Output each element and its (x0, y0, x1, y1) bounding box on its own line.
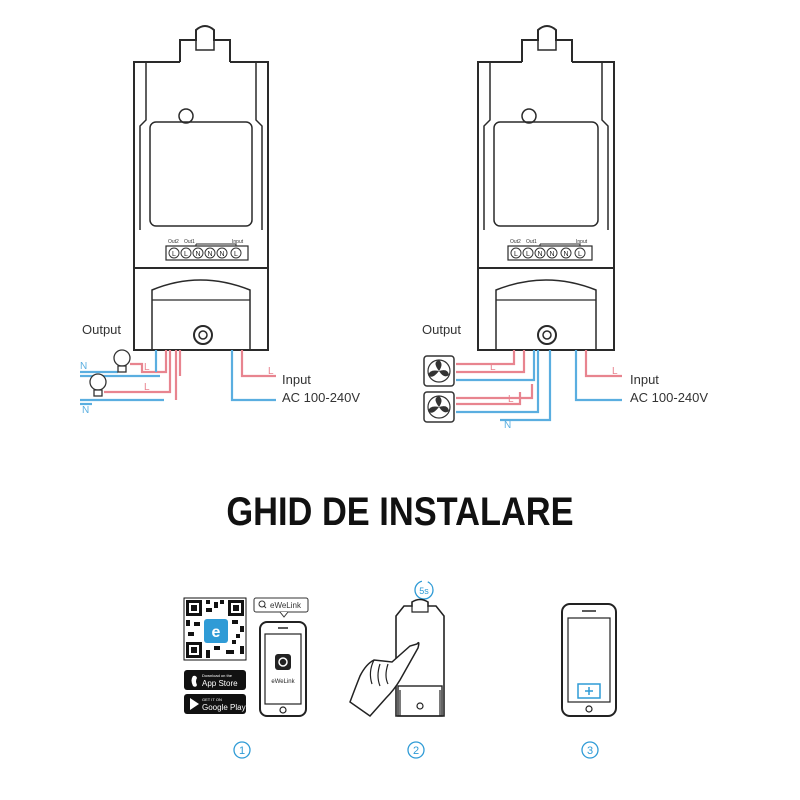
app-name-label: eWeLink (271, 679, 295, 685)
step-2: 5s 2 (349, 580, 445, 759)
terminal-label-input: Input (576, 239, 588, 245)
terminal-letter: N (219, 251, 224, 258)
left-terminal-labels: Out2 Out1 Input (168, 239, 244, 245)
qr-code-icon: e (183, 597, 247, 661)
terminal-letter: N (195, 251, 200, 258)
terminal-label-out1: Out1 (526, 239, 537, 245)
bulb-icon (89, 373, 107, 397)
right-terminal-labels: Out2 Out1 Input (510, 239, 588, 245)
right-output-label: Output (422, 322, 461, 337)
step-number-2: 2 (407, 741, 425, 759)
wire-label-neutral: N (80, 361, 87, 372)
right-wiring-diagram: Out2 Out1 Input L L N N N L (422, 25, 708, 431)
terminal-letter: N (563, 251, 568, 258)
app-store-small-text: Download on the (202, 673, 233, 678)
step-number-text: 1 (239, 745, 245, 757)
device-press-icon (395, 598, 445, 717)
left-terminal-screws: L L N N N L (168, 247, 242, 259)
timer-badge: 5s (414, 580, 434, 600)
terminal-label-out2: Out2 (168, 239, 179, 245)
terminal-letter: N (207, 251, 212, 258)
terminal-letter: L (184, 251, 188, 258)
terminal-label-input: Input (232, 239, 244, 245)
terminal-letter: L (172, 251, 176, 258)
wire-label-live: L (612, 366, 618, 377)
terminal-letter: L (526, 251, 530, 258)
wire-label-live: L (144, 362, 150, 373)
wire-label-live: L (490, 362, 496, 373)
step-number-text: 2 (413, 745, 419, 757)
page-title: GHID DE INSTALARE (226, 490, 574, 534)
phone-icon: eWeLink (259, 621, 307, 717)
right-output-wires (456, 350, 552, 422)
right-input-wires (574, 350, 622, 402)
app-store-button[interactable]: Download on the App Store (184, 670, 246, 690)
terminal-letter: N (549, 251, 554, 258)
install-steps: e Download on the App Store GET IT ON Go… (183, 580, 617, 759)
search-icon (258, 600, 266, 608)
terminal-letter: N (537, 251, 542, 258)
left-wiring-diagram: Out2 Out1 Input L L N N N L (80, 25, 360, 416)
bulb-icon (113, 349, 131, 373)
step-3: 3 (561, 603, 617, 759)
wire-label-live: L (508, 394, 514, 405)
step-number-text: 3 (587, 745, 593, 757)
right-voltage-label: AC 100-240V (630, 390, 708, 405)
wire-label-live: L (144, 382, 150, 393)
terminal-letter: L (234, 251, 238, 258)
fan-icon (423, 391, 455, 423)
wiring-diagrams: Out2 Out1 Input L L N N N L (80, 25, 708, 431)
step-number-1: 1 (233, 741, 251, 759)
terminal-label-out1: Out1 (184, 239, 195, 245)
timer-text: 5s (419, 586, 429, 596)
left-input-wires (230, 350, 276, 402)
search-bubble: eWeLink (253, 597, 309, 618)
phone-add-device-icon (561, 603, 617, 717)
terminal-letter: L (514, 251, 518, 258)
google-play-label: Google Play (202, 703, 246, 712)
svg-text:e: e (212, 624, 221, 641)
left-output-label: Output (82, 322, 121, 337)
right-input-label: Input (630, 372, 659, 387)
hand-icon (349, 641, 420, 717)
step-1: e Download on the App Store GET IT ON Go… (183, 597, 309, 759)
left-input-label: Input (282, 372, 311, 387)
left-device-body (133, 25, 269, 351)
step-number-3: 3 (581, 741, 599, 759)
search-text: eWeLink (270, 601, 302, 610)
fan-icon (423, 355, 455, 387)
wire-label-live: L (268, 366, 274, 377)
left-voltage-label: AC 100-240V (282, 390, 360, 405)
google-play-small-text: GET IT ON (202, 697, 222, 702)
terminal-label-out2: Out2 (510, 239, 521, 245)
app-store-label: App Store (202, 679, 238, 688)
right-terminal-screws: L L N N N L (510, 247, 586, 259)
wire-label-neutral: N (504, 420, 511, 431)
right-device-body (477, 25, 615, 351)
google-play-button[interactable]: GET IT ON Google Play (184, 694, 246, 714)
terminal-letter: L (578, 251, 582, 258)
wire-label-neutral: N (82, 405, 89, 416)
